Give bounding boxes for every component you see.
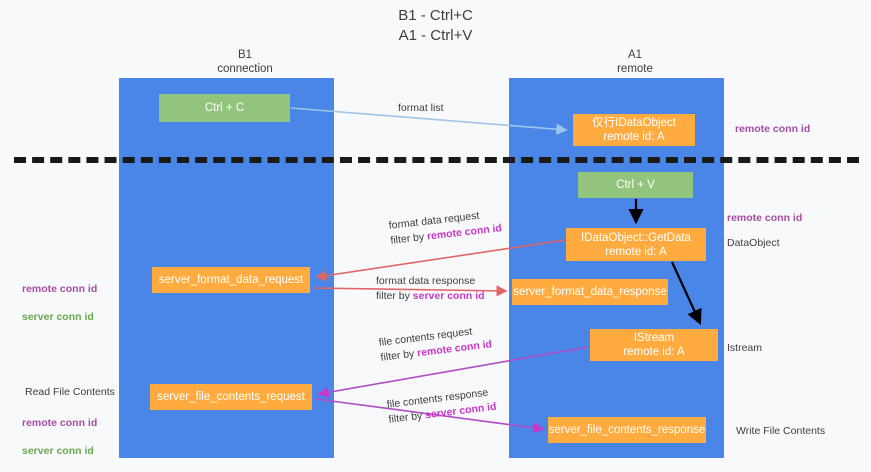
annotation-write-file-contents: Write File Contents <box>736 425 826 437</box>
edge-label-line-1: format list <box>398 102 444 114</box>
filter-prefix: filter by <box>379 347 418 364</box>
node-server-file-contents-request[interactable]: server_file_contents_request <box>150 384 312 410</box>
annotation-istream: Istream <box>727 342 763 354</box>
annotation-server-conn-id: server conn id <box>22 311 94 323</box>
node-server-format-data-request[interactable]: server_format_data_request <box>152 267 310 293</box>
filter-prefix: filter by <box>376 290 413 302</box>
edge-label-line-2: filter by server conn id <box>376 289 485 304</box>
filter-prefix: filter by <box>389 230 428 247</box>
filter-prefix: filter by <box>387 409 426 426</box>
edge-label-line-1: format data response <box>376 275 476 287</box>
filter-key-server-conn-id: server conn id <box>412 290 485 302</box>
node-server-file-contents-response[interactable]: server_file_contents_response <box>548 417 706 443</box>
annotation-remote-conn-id: remote conn id <box>22 283 98 295</box>
annotation-left-conn-ids-2: remote conn id server conn id <box>22 402 97 472</box>
node-ctrl-v[interactable]: Ctrl + V <box>578 172 693 198</box>
node-istream[interactable]: IStream remote id: A <box>590 329 718 361</box>
annotation-remote-conn-id-top: remote conn id <box>735 123 811 135</box>
annotation-remote-conn-id-mid: remote conn id <box>727 212 803 224</box>
edge-label-format-data-request: format data request filter by remote con… <box>388 206 503 248</box>
column-header-a1: A1 remote <box>617 49 653 75</box>
edge-label-file-contents-response: file contents response filter by server … <box>386 385 497 428</box>
section-divider <box>14 157 859 163</box>
column-header-b1: B1 connection <box>217 49 273 75</box>
node-ctrl-c[interactable]: Ctrl + C <box>159 94 290 122</box>
node-idataobject[interactable]: 仅行IDataObject remote id: A <box>573 114 695 146</box>
node-idataobject-getdata[interactable]: IDataObject::GetData remote id: A <box>566 228 706 261</box>
edge-label-file-contents-request: file contents request filter by remote c… <box>378 322 493 365</box>
annotation-left-conn-ids: remote conn id server conn id <box>22 268 97 338</box>
annotation-read-file-contents: Read File Contents <box>25 386 115 398</box>
page-title: B1 - Ctrl+C A1 - Ctrl+V <box>398 7 473 44</box>
edge-label-format-data-response: format data response filter by server co… <box>376 274 485 304</box>
annotation-server-conn-id-2: server conn id <box>22 445 94 457</box>
edge-label-format-list: format list <box>398 101 444 116</box>
annotation-remote-conn-id-2: remote conn id <box>22 417 98 429</box>
node-server-format-data-response[interactable]: server_format_data_response <box>512 279 668 305</box>
annotation-dataobject: DataObject <box>727 237 780 249</box>
